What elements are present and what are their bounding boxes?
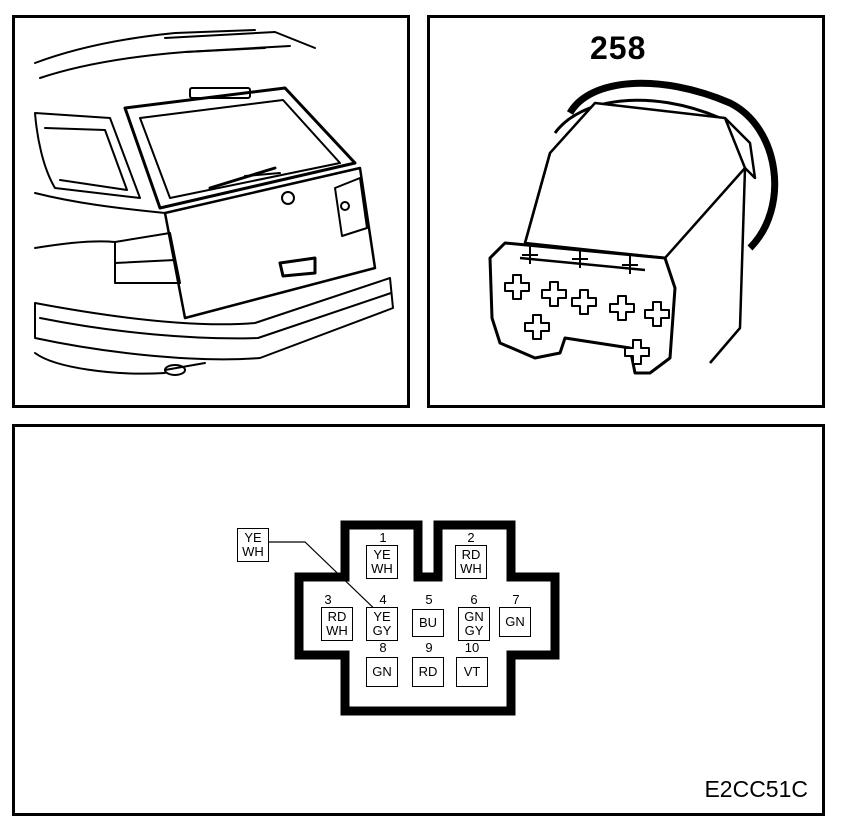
connector-illustration	[488, 79, 779, 375]
pin-number: 5	[425, 592, 433, 607]
pin-number: 6	[470, 592, 478, 607]
connector-part-number: 258	[590, 30, 647, 66]
pin-number: 1	[379, 530, 387, 545]
pin-5-color: BU	[412, 609, 444, 637]
wire-color-callout: YE WH	[237, 528, 269, 562]
pin-8-color: GN	[366, 657, 398, 687]
callout-line-2: WH	[242, 544, 264, 559]
connector-258-panel: 258	[427, 15, 825, 408]
car-rear-view-panel	[12, 15, 410, 408]
car-rear-illustration	[34, 29, 394, 376]
pin-number: 9	[425, 640, 433, 655]
pin-number: 2	[467, 530, 475, 545]
pin-number: 4	[379, 592, 387, 607]
pin-10-color: VT	[456, 657, 488, 687]
pin-7-color: GN	[499, 607, 531, 637]
pin-number: 8	[379, 640, 387, 655]
pin-number: 3	[324, 592, 332, 607]
callout-line-1: YE	[244, 530, 262, 545]
pin-9-color: RD	[412, 657, 444, 687]
figure-reference-code: E2CC51C	[704, 776, 808, 802]
callout-leader-line	[268, 541, 384, 618]
pin-number: 7	[512, 592, 520, 607]
pin-number: 10	[464, 640, 480, 655]
connector-outline	[268, 520, 560, 716]
